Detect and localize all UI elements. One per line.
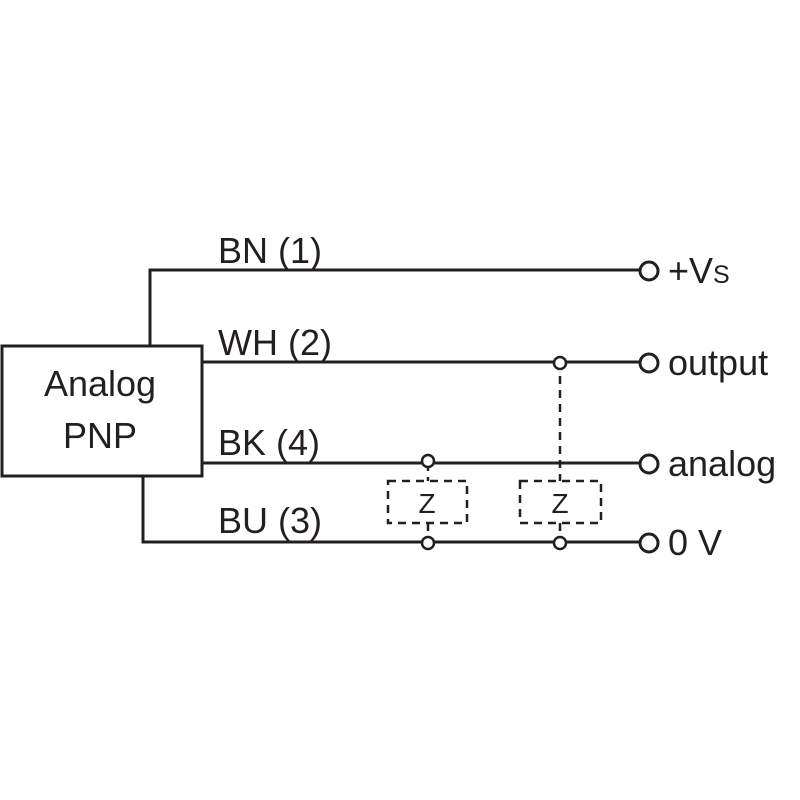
load-2-node-bottom [552, 535, 568, 551]
load-2-node-top [552, 355, 568, 371]
terminal-label-vs: +VS [668, 250, 730, 291]
wire-bn [148, 268, 640, 345]
terminal-label-0v: 0 V [668, 522, 722, 563]
wire-label-wh: WH (2) [218, 322, 332, 363]
load-1-node-top [420, 453, 436, 469]
terminal-label-vs-sub: S [713, 261, 730, 289]
terminal-label-output: output [668, 342, 768, 383]
terminal-label-vs-main: +V [668, 250, 713, 291]
terminal-0v [638, 532, 660, 554]
terminal-label-analog: analog [668, 443, 776, 484]
sensor-box [0, 344, 204, 478]
wire-label-bu: BU (3) [218, 500, 322, 541]
load-2-label: Z [551, 488, 568, 519]
wire-bu [141, 477, 640, 544]
load-1-label: Z [418, 488, 435, 519]
wire-label-bn: BN (1) [218, 230, 322, 271]
terminal-analog [638, 453, 660, 475]
sensor-label-line1: Analog [44, 363, 156, 404]
terminal-vs [638, 260, 660, 282]
terminal-output [638, 352, 660, 374]
sensor-label-line2: PNP [63, 415, 137, 456]
load-1-node-bottom [420, 535, 436, 551]
load-2-box [518, 479, 603, 525]
wire-label-bk: BK (4) [218, 422, 320, 463]
